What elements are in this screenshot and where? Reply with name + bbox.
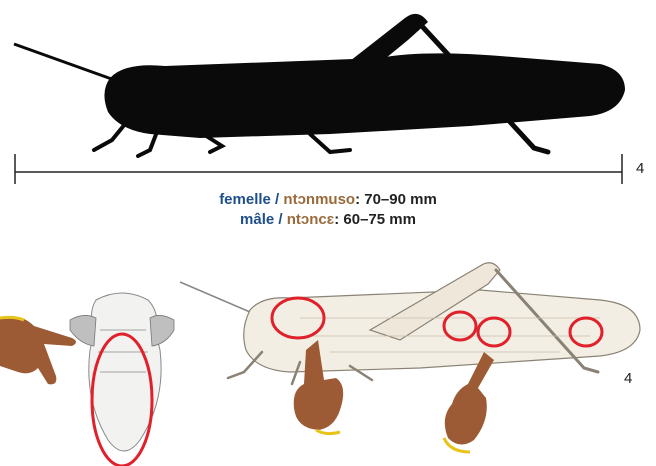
locust-drawing-icon	[180, 263, 640, 384]
identification-illustration	[0, 250, 656, 466]
female-label-french: femelle	[219, 191, 271, 208]
thorax-drawing-icon	[70, 293, 174, 466]
male-label-french: mâle	[240, 211, 274, 228]
male-size-value: : 60–75 mm	[334, 211, 416, 228]
marker-number-bottom: 4	[624, 370, 632, 387]
pointing-hand-icon	[444, 352, 494, 452]
male-size-line: mâle / ntɔncɛ: 60–75 mm	[0, 210, 656, 230]
female-label-bambara: ntɔnmuso	[283, 191, 355, 208]
marker-number-top: 4	[636, 160, 644, 177]
pointing-hand-icon	[0, 316, 76, 384]
scale-bar	[14, 150, 624, 190]
separator: /	[274, 211, 287, 228]
female-size-line: femelle / ntɔnmuso: 70–90 mm	[0, 190, 656, 210]
male-label-bambara: ntɔncɛ	[287, 211, 334, 228]
size-caption: femelle / ntɔnmuso: 70–90 mm mâle / ntɔn…	[0, 190, 656, 230]
female-size-value: : 70–90 mm	[355, 191, 437, 208]
antenna-shape	[14, 44, 120, 82]
separator: /	[271, 191, 284, 208]
